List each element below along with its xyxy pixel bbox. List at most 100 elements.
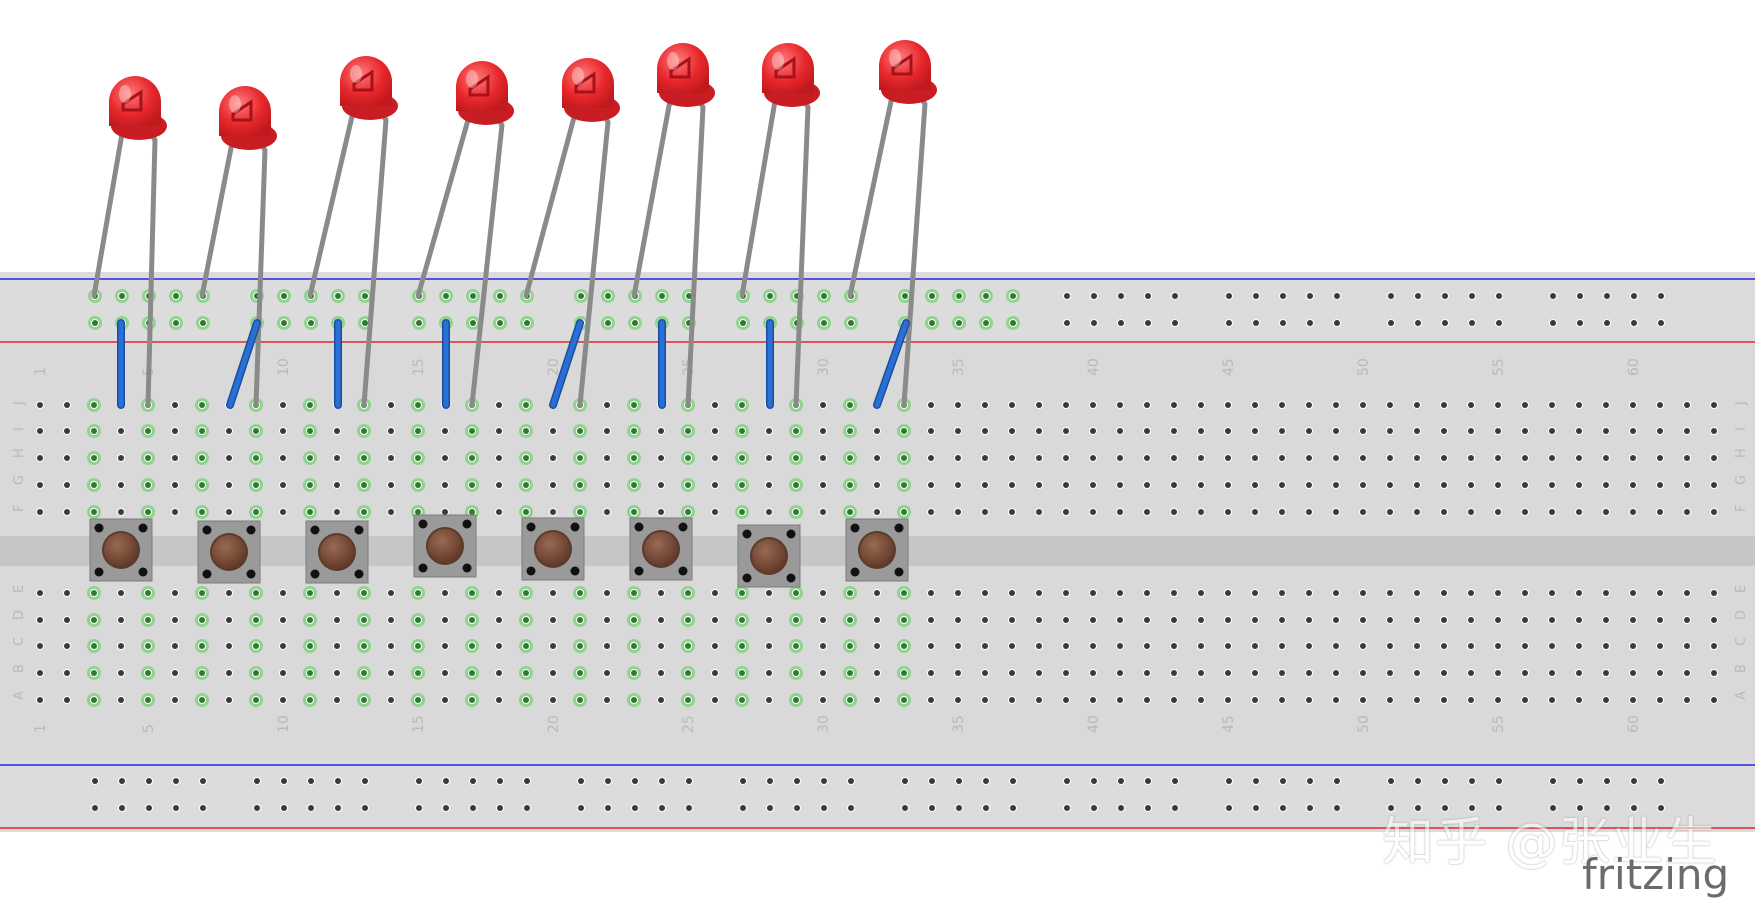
hole <box>145 428 151 434</box>
rail-hole <box>659 805 665 811</box>
rail-hole <box>335 805 341 811</box>
rail-hole <box>956 320 962 326</box>
hole <box>1603 697 1609 703</box>
rail-hole <box>308 320 314 326</box>
hole <box>1198 643 1204 649</box>
hole <box>361 428 367 434</box>
hole <box>37 590 43 596</box>
hole <box>1549 402 1555 408</box>
rail-hole <box>1658 805 1664 811</box>
rail-hole <box>1496 293 1502 299</box>
hole <box>1441 590 1447 596</box>
hole <box>388 590 394 596</box>
rail-hole <box>524 805 530 811</box>
hole <box>118 643 124 649</box>
hole <box>1684 617 1690 623</box>
hole <box>793 455 799 461</box>
hole <box>199 455 205 461</box>
rail-hole <box>1658 778 1664 784</box>
push-button <box>413 514 477 578</box>
hole <box>1279 697 1285 703</box>
hole <box>415 509 421 515</box>
hole <box>1117 455 1123 461</box>
column-number: 40 <box>1086 715 1102 733</box>
hole <box>874 509 880 515</box>
hole <box>64 428 70 434</box>
hole <box>1657 509 1663 515</box>
hole <box>1252 697 1258 703</box>
button-pin-marker <box>526 566 536 576</box>
breadboard <box>0 272 1755 832</box>
rail-hole <box>794 805 800 811</box>
rail-hole <box>1145 320 1151 326</box>
hole <box>955 402 961 408</box>
hole <box>1711 482 1717 488</box>
led-highlight <box>229 95 241 113</box>
rail-hole <box>1334 293 1340 299</box>
hole <box>1387 697 1393 703</box>
rail-hole <box>173 778 179 784</box>
rail-hole <box>902 778 908 784</box>
hole <box>550 509 556 515</box>
hole <box>1495 590 1501 596</box>
hole <box>739 482 745 488</box>
hole <box>658 509 664 515</box>
hole <box>1252 670 1258 676</box>
rail-hole <box>605 778 611 784</box>
hole <box>1279 643 1285 649</box>
hole <box>37 670 43 676</box>
rail-hole <box>1469 320 1475 326</box>
hole <box>334 670 340 676</box>
button-pin-marker <box>202 525 212 535</box>
hole <box>1360 428 1366 434</box>
button-pin-marker <box>94 567 104 577</box>
hole <box>415 697 421 703</box>
row-letter: I <box>1734 427 1749 431</box>
hole <box>1387 590 1393 596</box>
hole <box>712 402 718 408</box>
hole <box>1684 670 1690 676</box>
hole <box>442 617 448 623</box>
hole <box>955 509 961 515</box>
column-number: 1 <box>33 724 49 733</box>
rail-hole <box>92 778 98 784</box>
led-die <box>231 99 253 122</box>
hole <box>1711 697 1717 703</box>
rail-hole <box>767 778 773 784</box>
hole <box>1684 482 1690 488</box>
hole <box>631 643 637 649</box>
rail-hole <box>443 778 449 784</box>
hole <box>1144 643 1150 649</box>
hole <box>1225 590 1231 596</box>
hole <box>982 402 988 408</box>
hole <box>1333 402 1339 408</box>
rail-hole <box>1010 293 1016 299</box>
hole <box>1144 590 1150 596</box>
hole <box>1225 402 1231 408</box>
hole <box>658 482 664 488</box>
hole <box>1495 697 1501 703</box>
hole <box>1603 590 1609 596</box>
hole <box>1171 670 1177 676</box>
hole <box>604 402 610 408</box>
hole <box>307 402 313 408</box>
hole <box>982 643 988 649</box>
rail-hole <box>1172 320 1178 326</box>
rail-hole <box>1334 320 1340 326</box>
column-number: 20 <box>546 715 562 733</box>
rail-hole <box>1172 778 1178 784</box>
led-dome <box>657 43 709 93</box>
hole <box>901 590 907 596</box>
rail-hole <box>1253 320 1259 326</box>
hole <box>388 617 394 623</box>
hole <box>1576 402 1582 408</box>
rail-hole <box>848 805 854 811</box>
column-number: 35 <box>951 715 967 733</box>
button-pin-marker <box>742 573 752 583</box>
hole <box>685 670 691 676</box>
column-number: 60 <box>1626 358 1642 376</box>
hole <box>469 697 475 703</box>
hole <box>1711 428 1717 434</box>
hole <box>901 697 907 703</box>
hole <box>739 617 745 623</box>
